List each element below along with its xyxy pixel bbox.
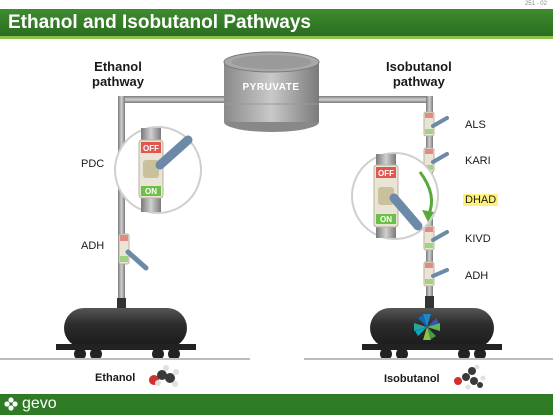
enzyme-label-kivd: KIVD — [465, 233, 491, 245]
left-top-pipe — [118, 96, 228, 103]
ethanol-adh-valve — [118, 233, 149, 271]
als-valve — [423, 111, 449, 137]
kivd-valve — [423, 225, 449, 251]
isobutanol-molecule-icon — [454, 364, 486, 390]
ethanol-molecule-icon — [149, 365, 179, 387]
rail-track — [304, 358, 553, 360]
pdc-off-label: OFF — [143, 144, 159, 153]
brand-name: gevo — [22, 395, 57, 412]
slide-number: 251 - 02 — [524, 1, 547, 7]
rail-track — [0, 358, 250, 360]
enzyme-label-adh: ADH — [81, 240, 105, 252]
enzyme-label-pdc: PDC — [81, 158, 105, 170]
isobutanol-valves — [423, 111, 449, 287]
pyruvate-tank — [223, 51, 320, 132]
enzyme-label-dhad: DHAD — [463, 194, 499, 206]
gevo-pinwheel-icon — [414, 314, 440, 340]
right-top-pipe — [315, 96, 433, 103]
arrow-icon — [422, 210, 434, 222]
flower-icon — [4, 397, 18, 411]
adh-valve — [423, 261, 449, 287]
title-bar: Ethanol and Isobutanol Pathways — [0, 9, 553, 39]
dhad-off-label: OFF — [378, 169, 394, 178]
brand-logo: gevo — [4, 395, 57, 413]
enzyme-label-adh-iso: ADH — [465, 270, 489, 282]
footer-bar: gevo — [0, 394, 553, 415]
isobutanol-pathway-heading: Isobutanol pathway — [386, 59, 452, 89]
isobutanol-rail-car — [304, 296, 553, 360]
ethanol-pathway-heading: Ethanol pathway — [92, 59, 145, 89]
product-label-ethanol: Ethanol — [95, 372, 136, 384]
ethanol-rail-car — [0, 298, 250, 360]
enzyme-label-als: ALS — [465, 119, 486, 131]
dhad-valve-zoom — [351, 152, 439, 240]
pdc-on-label: ON — [145, 187, 157, 196]
pdc-valve-zoom — [114, 126, 202, 214]
enzyme-label-kari: KARI — [465, 155, 491, 167]
product-label-isobutanol: Isobutanol — [384, 373, 440, 385]
tank-label: PYRUVATE — [243, 82, 300, 93]
dhad-on-label: ON — [380, 215, 392, 224]
ethanol-pipe — [118, 96, 125, 306]
page-title: Ethanol and Isobutanol Pathways — [8, 12, 311, 33]
